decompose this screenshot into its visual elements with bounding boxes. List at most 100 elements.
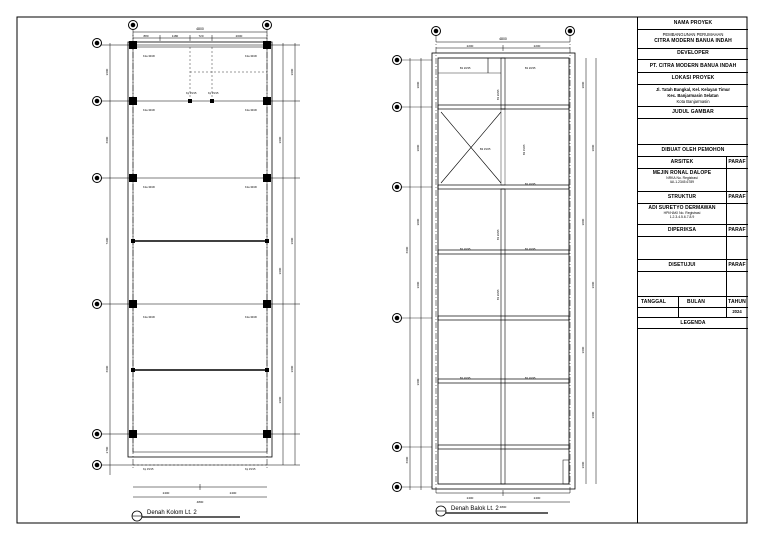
beam-bottom-total: 4800 — [500, 505, 507, 509]
col-label-9: Kp 15/15 — [186, 91, 197, 95]
col-label-11: Kp 15/15 — [143, 467, 154, 471]
column-plan: 4800 880 1180 720 2000 — [92, 20, 300, 522]
col-right-dim-4: 3600 — [278, 267, 282, 274]
structure-header: STRUKTUR — [667, 194, 697, 200]
beam-overall-dim-top: 4800 — [499, 37, 507, 41]
beam-label-9: B1 20/35 — [496, 229, 500, 240]
checked-paraf: PARAF — [728, 227, 746, 233]
beam-top-dim-1: 2200 — [467, 44, 474, 48]
month-label: BULAN — [687, 299, 705, 305]
project-line-1: PEMBANGUNAN PERUMAHAN — [662, 32, 724, 37]
col-left-dim-5: 2700 — [105, 446, 109, 453]
beam-label-11: B2 15/25 — [522, 144, 526, 155]
col-bottom-dim-1: 2400 — [163, 491, 170, 495]
grid-marker-top-beam-a — [431, 26, 441, 36]
beam-plan-title-marker — [435, 505, 447, 517]
col-label-5: K1a 30/30 — [143, 185, 155, 189]
col-bottom-dim-2: 2400 — [230, 491, 237, 495]
col-left-dim-1: 3600 — [105, 68, 109, 75]
approved-paraf: PARAF — [728, 262, 746, 268]
beam-plan: 4800 2200 2200 — [392, 26, 597, 517]
drawing-title-header: JUDUL GAMBAR — [672, 109, 714, 115]
beam-label-5: B1 20/35 — [460, 376, 471, 380]
beam-bottom-dim-2: 2400 — [534, 496, 541, 500]
col-label-4: K1a 30/30 — [245, 108, 257, 112]
beam-label-2: B1 20/35 — [525, 66, 536, 70]
drawn-by-header: DIBUAT OLEH PEMOHON — [661, 147, 725, 153]
beam-left-dim-3: 3000 — [416, 218, 420, 225]
beam-label-6: B1 20/35 — [525, 376, 536, 380]
beam-left-dim-2: 3000 — [416, 144, 420, 151]
beam-label-12: B2 15/25 — [480, 147, 491, 151]
col-left-dim-2: 6600 — [105, 136, 109, 143]
architect-name: MEJIN RONAL DALOPE — [652, 170, 712, 176]
beam-right-dim-5: 3600 — [581, 346, 585, 353]
column-plan-title-marker — [131, 510, 143, 522]
year-value: 2024 — [732, 309, 742, 314]
col-top-dim-1: 880 — [143, 34, 148, 38]
col-label-7: K1a 30/30 — [143, 315, 155, 319]
beam-right-dim-7: 3600 — [581, 461, 585, 468]
beam-grid-markers-left — [392, 55, 402, 492]
beam-right-dim-3: 3000 — [581, 218, 585, 225]
col-right-dim-1: 3600 — [290, 68, 294, 75]
col-right-dim-2: 3600 — [278, 136, 282, 143]
beam-label-7: B1 20/35 — [525, 182, 536, 186]
developer-name: PT. CITRA MODERN BANUA INDAH — [649, 63, 737, 69]
beam-label-10: B1 20/35 — [496, 289, 500, 300]
project-line-2: CITRA MODERN BANUA INDAH — [654, 38, 732, 44]
legend-header: LEGENDA — [680, 320, 706, 326]
beam-left-dim-1: 3000 — [416, 81, 420, 88]
beam-left-dim-5: 3600 — [416, 378, 420, 385]
beam-bottom-dim-1: 2400 — [467, 496, 474, 500]
beam-left-dim-4: 3600 — [416, 281, 420, 288]
beam-label-3: B1 20/35 — [460, 247, 471, 251]
column-plan-title: Denah Kolom Lt. 2 — [147, 510, 197, 516]
architect-paraf: PARAF — [728, 159, 746, 165]
col-right-dim-3: 3600 — [290, 237, 294, 244]
grid-marker-top-a — [128, 20, 138, 30]
beam-label-8: B1 20/35 — [496, 89, 500, 100]
col-left-dim-3: 7200 — [105, 237, 109, 244]
col-label-1: K1a 30/30 — [143, 54, 155, 58]
col-top-dim-4: 2000 — [236, 34, 243, 38]
beam-right-dim-6: 3600 — [591, 411, 595, 418]
approved-header: DISETUJUI — [668, 262, 696, 268]
project-name-header: NAMA PROYEK — [673, 20, 713, 26]
location-line-2: Kec. Banjarmasin Selatan — [667, 93, 719, 98]
col-label-12: Kp 15/15 — [245, 467, 256, 471]
location-line-3: Kota Banjarmasin — [676, 99, 710, 104]
structure-sub-1: HPI/HAKI No. Registrasi — [663, 211, 701, 215]
grid-marker-top-b — [262, 20, 272, 30]
beam-label-4: B1 20/35 — [525, 247, 536, 251]
year-label: TAHUN — [728, 299, 746, 305]
col-label-2: K1a 30/30 — [245, 54, 257, 58]
col-label-10: Kp 15/15 — [208, 91, 219, 95]
col-left-dim-4: 6600 — [105, 365, 109, 372]
beam-label-1: B1 20/35 — [460, 66, 471, 70]
col-top-dim-2: 1180 — [172, 34, 179, 38]
beam-right-dim-2: 3000 — [591, 144, 595, 151]
sheet-border — [16, 16, 748, 524]
location-line-1: Jl. Tatah Bangkal, Kel. Kelayan Timur — [655, 87, 731, 92]
architect-sub-1: NRKA No. Registrasi — [666, 176, 698, 180]
location-header: LOKASI PROYEK — [671, 75, 715, 81]
structure-sub-2: 1.2.3.4.5.6.7.8.9 — [669, 215, 695, 219]
checked-header: DIPERIKSA — [667, 227, 697, 233]
architect-header: ARSITEK — [670, 159, 694, 165]
col-bottom-total: 4800 — [197, 500, 204, 504]
beam-top-dim-2: 2200 — [534, 44, 541, 48]
title-block: NAMA PROYEK PEMBANGUNAN PERUMAHAN CITRA … — [637, 17, 748, 523]
col-overall-dim-top: 4800 — [196, 27, 204, 31]
date-label: TANGGAL — [641, 299, 667, 305]
beam-right-dim-4: 3600 — [591, 281, 595, 288]
architect-sub-2: IAI-1.2345.6789 — [669, 180, 695, 184]
developer-header: DEVELOPER — [677, 50, 709, 56]
beam-plan-title: Denah Balok Lt. 2 — [451, 506, 499, 512]
col-top-dim-3: 720 — [198, 34, 203, 38]
column-markers — [129, 41, 271, 438]
structure-name: ADI SURETYO DERMAWAN — [648, 205, 716, 211]
beam-left-dim-6: 6600 — [405, 246, 409, 253]
grid-markers-left — [92, 38, 102, 470]
